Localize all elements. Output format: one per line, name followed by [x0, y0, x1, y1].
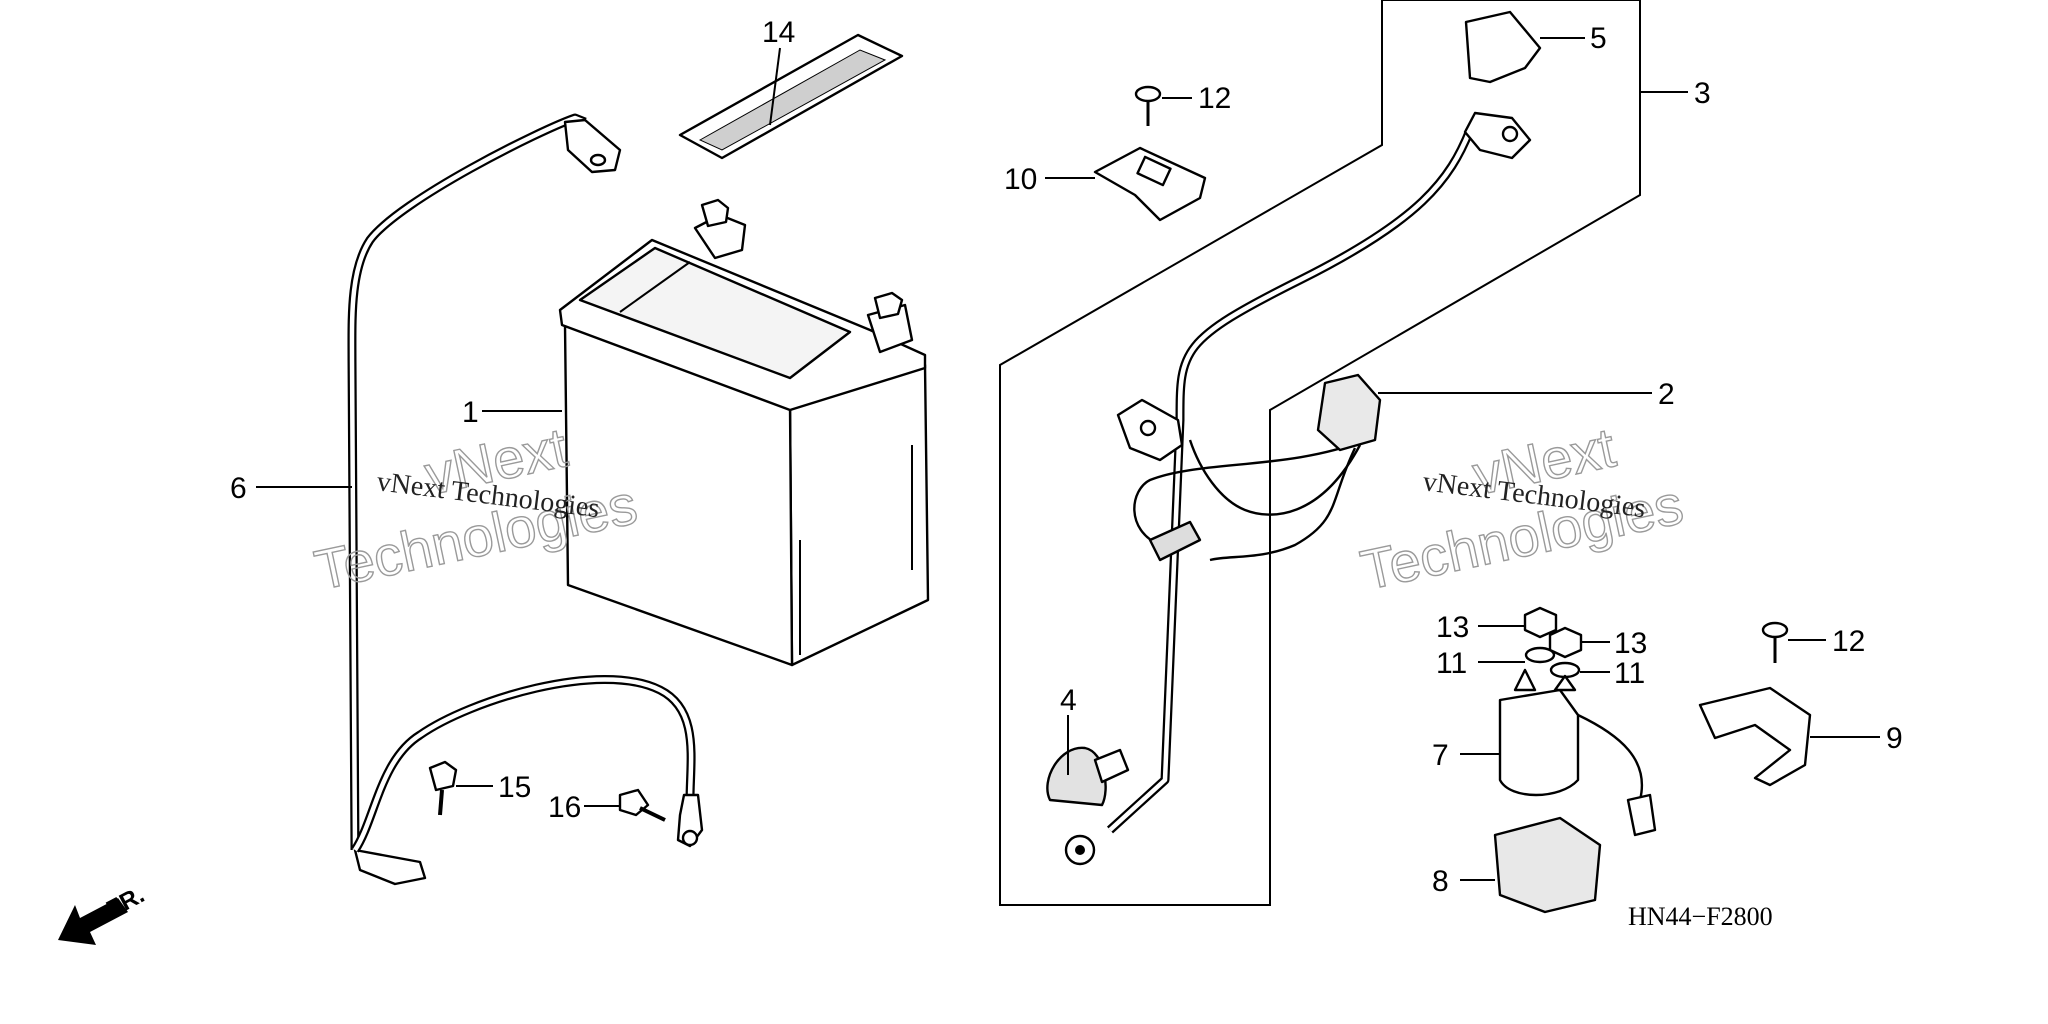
leader-lines [256, 37, 1880, 881]
battery-part-1 [558, 198, 930, 667]
drawing-code: HN44−F2800 [1628, 902, 1773, 931]
starter-cable-part-3 [1064, 111, 1532, 866]
callout-labels: 1 2 3 4 5 6 7 8 9 10 11 11 12 12 13 13 1… [230, 16, 1903, 898]
relay-cover-part-8 [1493, 816, 1602, 914]
watermark-right: vNext Technologies vNext Technologies [1355, 415, 1689, 603]
screw-part-12-right [1761, 621, 1789, 663]
terminal-cap-part-4 [1046, 746, 1130, 807]
starter-relay-part-7 [1498, 668, 1657, 837]
callout-3: 3 [1694, 77, 1711, 110]
callout-13-b: 13 [1614, 627, 1647, 660]
callout-10: 10 [1004, 163, 1037, 196]
bracket-part-9 [1698, 686, 1812, 787]
callout-14: 14 [762, 16, 795, 49]
callout-16: 16 [548, 791, 581, 824]
battery-band-part-14 [678, 33, 904, 160]
callout-11-a: 11 [1436, 647, 1467, 680]
callout-4: 4 [1060, 684, 1077, 717]
callout-11-b: 11 [1614, 657, 1645, 690]
battery-cable-part-6 [347, 113, 704, 886]
wire-harness-part-2 [1116, 373, 1382, 562]
callout-7: 7 [1432, 739, 1449, 772]
screw-part-12-top [1134, 85, 1162, 126]
callout-15: 15 [498, 771, 531, 804]
nuts-washers-parts-11-13 [1523, 606, 1583, 679]
callout-12-a: 12 [1198, 82, 1231, 115]
callout-12-b: 12 [1832, 625, 1865, 658]
bolt-part-15 [428, 760, 458, 816]
front-arrow-icon: FR. [58, 881, 149, 945]
terminal-cover-part-5 [1464, 10, 1542, 84]
callout-6: 6 [230, 472, 247, 505]
callout-1: 1 [462, 396, 479, 429]
callout-2: 2 [1658, 378, 1675, 411]
callout-13-a: 13 [1436, 611, 1469, 644]
callout-9: 9 [1886, 722, 1903, 755]
callout-5: 5 [1590, 22, 1607, 55]
callout-8: 8 [1432, 865, 1449, 898]
cable-assembly-boundary [999, 0, 1641, 906]
bolt-part-16 [618, 788, 666, 822]
clamp-part-10 [1093, 146, 1207, 222]
